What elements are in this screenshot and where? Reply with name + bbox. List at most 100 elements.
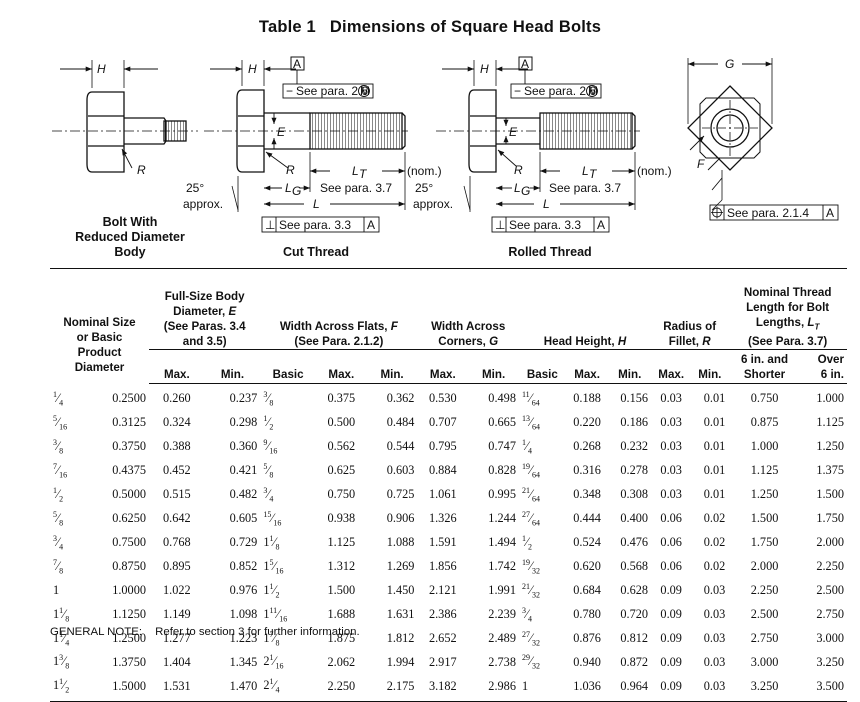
cell-frac: 11⁄2 (50, 674, 86, 702)
cell-g-max: 1.591 (428, 534, 457, 549)
cell-lt-over: 1.500 (816, 487, 844, 502)
cell-h-max: 0.316 (573, 463, 601, 478)
cell-lt-over: 1.375 (816, 463, 844, 478)
cell-g-max: 3.182 (417, 674, 469, 702)
cell-f-max: 0.938 (327, 511, 356, 526)
header-thread: Nominal Thread Length for Bolt Lengths, … (728, 268, 847, 350)
cell-frac: 3⁄8 (53, 437, 64, 456)
bolt-figure: H R Bolt With Reduced Diameter Body (52, 56, 839, 259)
approx-cut: approx. (183, 197, 223, 211)
cell-r-max: 0.03 (660, 415, 682, 430)
label-LG-sub-2: G (292, 184, 301, 198)
cell-dec: 1.2500 (112, 630, 147, 645)
cell-g-max: 2.121 (428, 582, 457, 597)
cell-e-max: 1.149 (163, 606, 191, 621)
sub-fmin: Min. (366, 349, 418, 384)
cell-h-max: 0.940 (573, 654, 601, 669)
cell-lt-over: 1.750 (816, 511, 844, 526)
cell-e-min: 1.223 (229, 630, 258, 645)
label-LT-sub-2: T (359, 167, 368, 181)
cell-h-min: 0.186 (620, 415, 649, 430)
cell-h-max: 0.444 (573, 511, 601, 526)
cell-f-max: 0.500 (327, 415, 356, 430)
cell-e-max: 0.324 (163, 415, 191, 430)
circle-m-icon-2 (586, 85, 598, 97)
header-fullsize-l3: (See Paras. 3.4 (163, 320, 246, 333)
cell-lt-short: 3.250 (728, 674, 801, 702)
table-number: Table 1 (258, 18, 316, 36)
cell-g-min: 1.991 (488, 582, 516, 597)
cell-h-basic: 1 (518, 674, 566, 702)
header-corners-l1: Width Across (431, 320, 506, 333)
label-H-1: H (97, 62, 106, 76)
cell-f-min: 0.484 (386, 415, 415, 430)
sub-over-l1: Over (817, 353, 844, 366)
cell-e-max: 0.388 (163, 439, 191, 454)
label-H-2: H (248, 62, 257, 76)
header-nominal-l2: or Basic (76, 331, 123, 345)
label-A-3: A (521, 57, 529, 71)
cell-f-basic: 5⁄8 (263, 461, 274, 480)
cell-r-min: 0.01 (703, 391, 726, 406)
cell-lt-over: 2.750 (816, 606, 844, 621)
cell-g-min: 0.995 (488, 487, 516, 502)
see-para-214: See para. 2.1.4 (727, 206, 809, 220)
cell-f-min: 1.450 (386, 582, 415, 597)
caption-cut-thread: Cut Thread (283, 245, 349, 259)
cell-h-basic: 1⁄4 (521, 437, 533, 456)
header-fillet-l1: Radius of (663, 320, 717, 333)
cell-h-min: 0.400 (620, 511, 649, 526)
cell-lt-short: 1.500 (750, 511, 779, 526)
label-A-2: A (293, 57, 301, 71)
cell-h-min: 0.964 (608, 674, 652, 702)
cell-f-basic: 11⁄2 (263, 581, 280, 600)
sub-six-in-l1: 6 in. and (741, 353, 789, 366)
cell-f-max: 0.375 (327, 391, 356, 406)
header-row-sub: Max. Min. Basic Max. Min. Max. Min. Basi… (50, 349, 847, 384)
cell-h-basic: 11⁄64 (521, 390, 540, 408)
angle-25-cut: 25° (186, 181, 204, 195)
cell-r-min: 0.01 (703, 487, 726, 502)
sub-over: Over 6 in. (800, 349, 847, 384)
cell-dec: 1.1250 (112, 606, 147, 621)
cell-frac: 7⁄16 (53, 461, 68, 480)
cell-r-max: 0.03 (660, 439, 682, 454)
cell-e-min: 0.729 (229, 534, 258, 549)
cell-lt-over: 2.000 (816, 534, 844, 549)
cell-f-basic: 1⁄2 (263, 413, 274, 432)
cell-lt-over: 3.000 (816, 630, 844, 645)
cell-r-max: 0.09 (651, 674, 692, 702)
cell-h-max: 0.348 (573, 487, 601, 502)
circle-m-letter-3: M (588, 84, 598, 98)
cell-h-basic: 21⁄64 (521, 485, 541, 504)
label-R-2: R (286, 163, 295, 177)
cell-f-max: 1.500 (327, 582, 356, 597)
cell-h-min: 0.872 (620, 654, 649, 669)
cell-f-basic: 15⁄16 (263, 557, 284, 576)
cell-lt-short: 2.500 (750, 606, 779, 621)
label-LG-2: L (285, 181, 292, 195)
cell-h-basic: 19⁄32 (521, 557, 541, 576)
cell-r-max: 0.06 (660, 511, 682, 526)
cell-h-max: 0.684 (573, 582, 601, 597)
cell-dec: 0.3750 (112, 439, 147, 454)
cell-frac: 7⁄8 (53, 557, 64, 576)
cell-r-max: 0.03 (660, 487, 682, 502)
cell-frac: 1⁄4 (53, 389, 64, 408)
cell-f-basic: 9⁄16 (263, 437, 278, 456)
header-corners-l2: Corners, G (438, 335, 499, 348)
cell-lt-short: 2.750 (750, 630, 779, 645)
cell-g-min: 1.494 (488, 534, 516, 549)
cell-h-max: 0.780 (573, 606, 601, 621)
cell-lt-short: 3.000 (750, 654, 779, 669)
cell-dec: 0.5000 (112, 487, 147, 502)
sub-hbasic: Basic (518, 349, 566, 384)
cell-e-min: 0.482 (229, 487, 258, 502)
header-flats-l2: (See Para. 2.1.2) (294, 335, 384, 348)
